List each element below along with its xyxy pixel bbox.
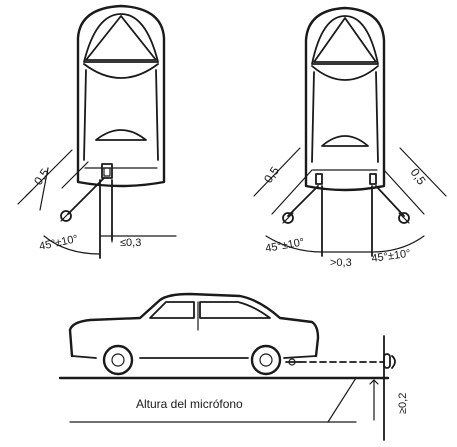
side-microphone-icon bbox=[383, 353, 396, 369]
right-right-measure-line bbox=[375, 185, 405, 217]
microphone-height-caption: Altura del micrófono bbox=[136, 397, 243, 411]
left-distance-dimension bbox=[25, 149, 89, 211]
left-offset-label: ≤0,3 bbox=[120, 237, 141, 249]
right-car-outline bbox=[304, 6, 386, 192]
left-microphone-icon bbox=[60, 210, 72, 222]
left-car-outline bbox=[76, 4, 166, 188]
side-car-outline bbox=[68, 292, 320, 359]
right-gap-label: >0,3 bbox=[330, 257, 352, 269]
left-exhaust-pipe bbox=[101, 163, 113, 179]
right-left-distance-label: 0,5 bbox=[261, 164, 282, 186]
height-label: ≥0,2 bbox=[397, 393, 409, 414]
right-left-microphone-icon bbox=[282, 212, 294, 224]
right-left-measure-line bbox=[287, 185, 319, 217]
right-exhaust-pipes bbox=[315, 173, 377, 185]
right-right-distance-label: 0,5 bbox=[408, 166, 429, 188]
side-exhaust-pipe bbox=[285, 358, 301, 366]
left-top-view: 0,5 45°±10° ≤0,3 bbox=[17, 4, 177, 259]
left-angle-arc bbox=[43, 235, 101, 255]
front-wheel-icon bbox=[102, 344, 134, 376]
rear-wheel-icon bbox=[250, 344, 282, 376]
right-right-angle-label: 45°±10° bbox=[371, 248, 412, 265]
left-measure-line bbox=[67, 177, 105, 215]
side-view: Altura del micrófono ≥0,2 bbox=[58, 292, 409, 441]
height-dimension bbox=[369, 379, 379, 421]
right-right-microphone-icon bbox=[398, 212, 410, 224]
right-top-view: 0,5 0,5 45°±10° >0,3 45°±10° bbox=[253, 6, 447, 269]
left-distance-label: 0,5 bbox=[31, 166, 52, 188]
